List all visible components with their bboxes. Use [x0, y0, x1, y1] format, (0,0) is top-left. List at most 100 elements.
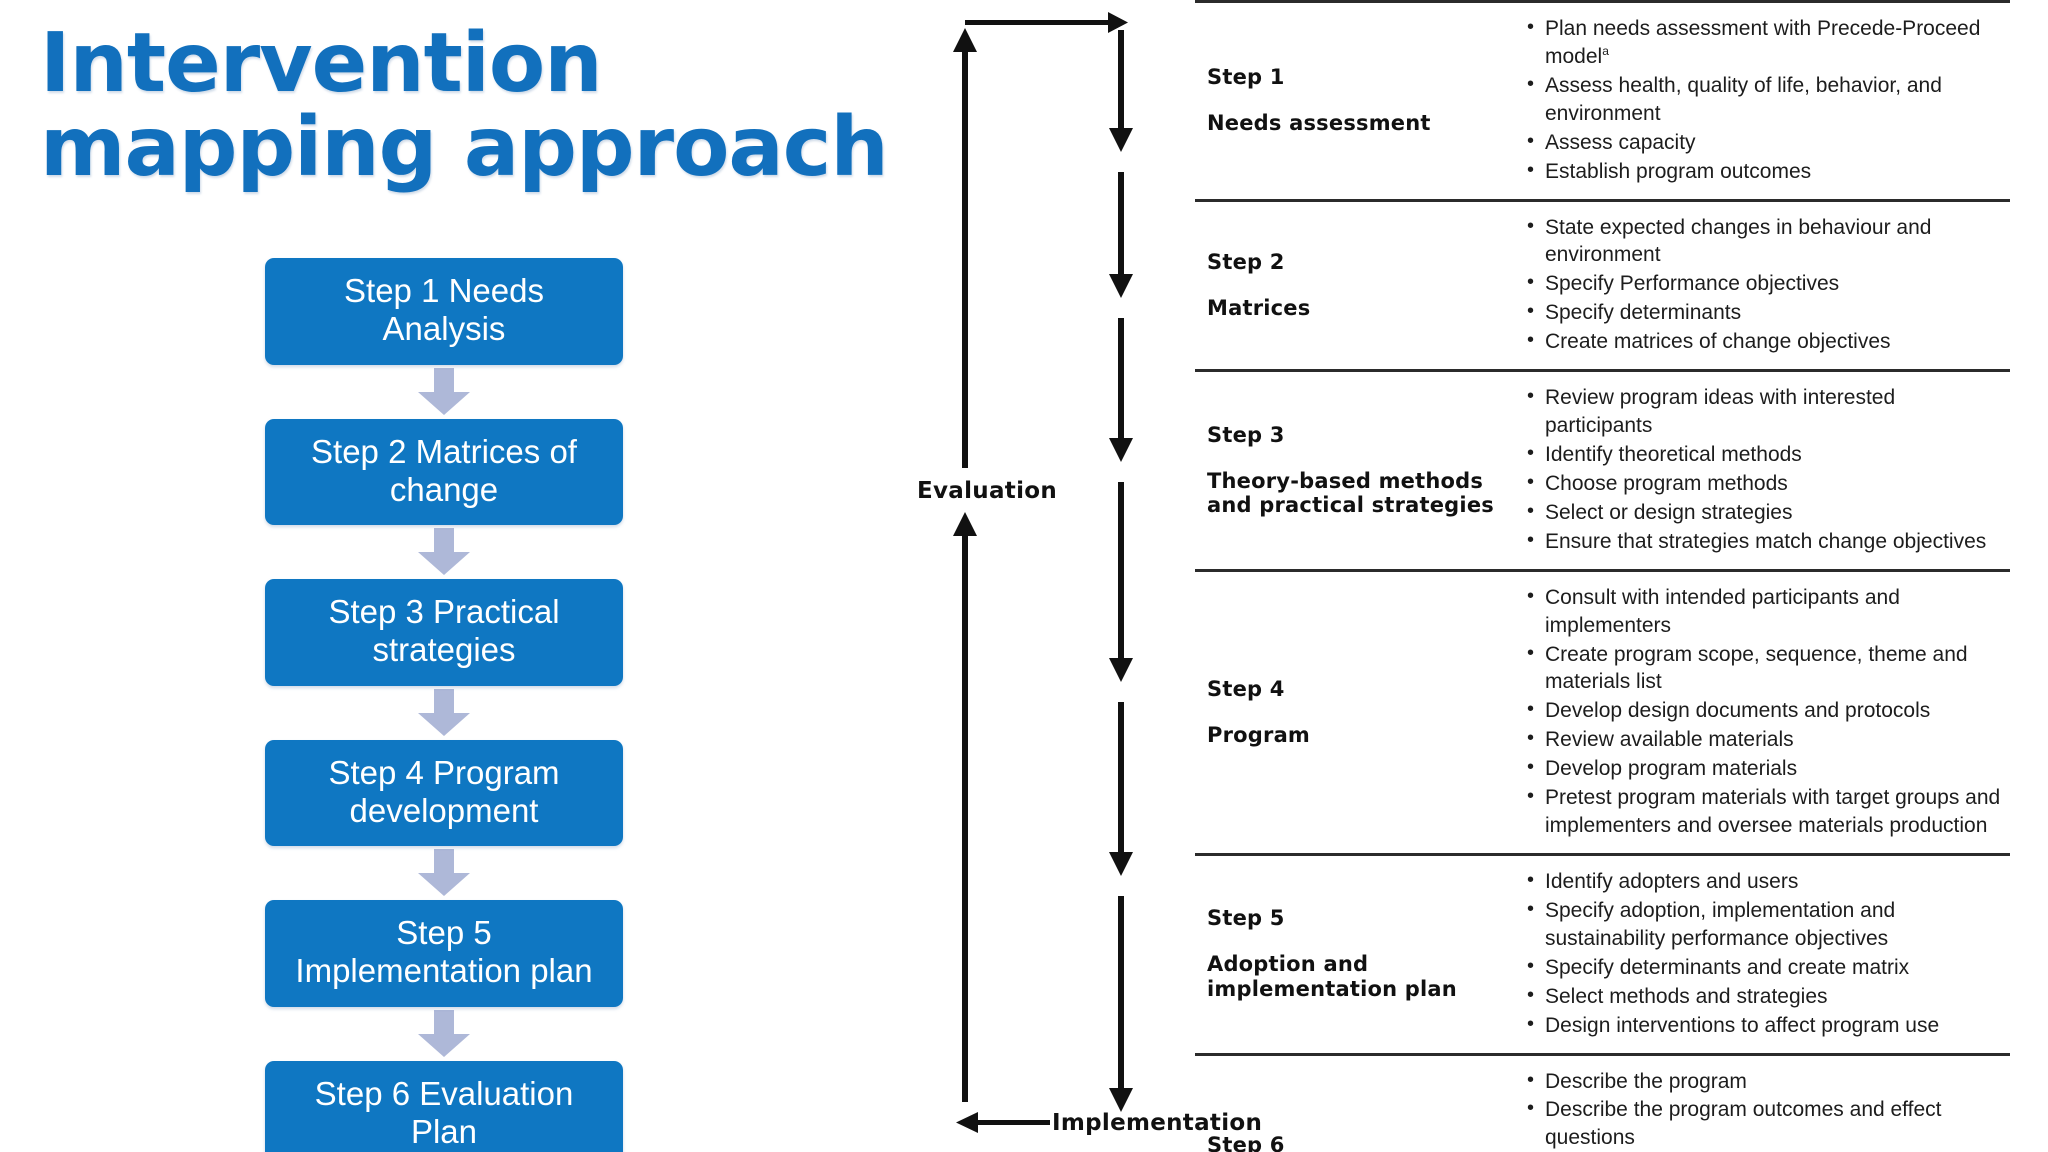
- flow-box-step-1-line-2: Analysis: [382, 310, 506, 348]
- table-row-bullets-column: Describe the program Describe the progra…: [1525, 1067, 2010, 1152]
- table-row: Step 3 Theory-based methods and practica…: [1195, 369, 2010, 569]
- bullet-item: State expected changes in behaviour and …: [1525, 213, 2004, 270]
- flow-box-step-4-line-2: development: [349, 791, 539, 829]
- bullet-item: Pretest program materials with target gr…: [1525, 783, 2004, 840]
- table-row: Step 6 Evaluation plan Describe the prog…: [1195, 1052, 2010, 1152]
- flow-box-step-3[interactable]: Step 3 Practical strategies: [265, 579, 623, 686]
- step-name: Matrices: [1207, 295, 1311, 320]
- evaluation-label: Evaluation: [917, 478, 1058, 504]
- bullet-item: Specify Performance objectives: [1525, 269, 2004, 298]
- bullet-item: Assess health, quality of life, behavior…: [1525, 71, 2004, 128]
- footnote-marker: a: [1602, 43, 1609, 58]
- step-number: Step 2: [1207, 249, 1285, 274]
- step-number: Step 5: [1207, 906, 1285, 931]
- page-title: Intervention mapping approach: [40, 22, 960, 189]
- top-horizontal-line: [965, 20, 1115, 25]
- flow-arrow-5: [265, 1007, 623, 1061]
- table-row-bullets-column: State expected changes in behaviour and …: [1525, 213, 2010, 358]
- step-name: Program: [1207, 722, 1311, 747]
- evaluation-arrowhead-up-bottom: [953, 512, 977, 536]
- bullet-item: Review available materials: [1525, 725, 2004, 754]
- step-down-arrows: [1109, 30, 1133, 1112]
- table-row-step-column: Step 5 Adoption and implementation plan: [1195, 868, 1525, 1041]
- flow-box-step-6-line-1: Step 6 Evaluation: [314, 1074, 574, 1112]
- flow-box-step-6[interactable]: Step 6 Evaluation Plan: [265, 1060, 623, 1152]
- step-name: Needs assessment: [1207, 111, 1431, 136]
- top-arrowhead-right: [1108, 12, 1128, 33]
- flow-box-step-2[interactable]: Step 2 Matrices of change: [265, 418, 623, 526]
- bullet-item: Create program scope, sequence, theme an…: [1525, 640, 2004, 697]
- bullet-item: Identify theoretical methods: [1525, 440, 2004, 469]
- arrow-down-icon: [418, 688, 470, 736]
- bullet-item: Choose program methods: [1525, 469, 2004, 498]
- bullet-item: Identify adopters and users: [1525, 867, 2004, 896]
- bullet-item: Describe the program: [1525, 1067, 2004, 1096]
- step-name: Theory-based methods and practical strat…: [1207, 468, 1494, 518]
- bullet-text: Plan needs assessment with Precede-Proce…: [1545, 17, 1981, 68]
- bullet-item: Consult with intended participants and i…: [1525, 583, 2004, 640]
- bullet-item: Specify determinants: [1525, 298, 2004, 327]
- bullet-item: Specify determinants and create matrix: [1525, 953, 2004, 982]
- flow-box-step-6-line-2: Plan: [410, 1112, 478, 1150]
- bottom-horizontal-line: [965, 1120, 1050, 1125]
- table-row: Step 2 Matrices State expected changes i…: [1195, 198, 2010, 370]
- evaluation-arrowhead-up-top: [953, 28, 977, 52]
- flow-arrow-1: [265, 365, 623, 419]
- flow-box-step-1-line-1: Step 1 Needs: [344, 272, 544, 309]
- table-row: Step 4 Program Consult with intended par…: [1195, 568, 2010, 853]
- table-row-bullets-column: Plan needs assessment with Precede-Proce…: [1525, 14, 2010, 187]
- flow-box-step-5-line-1: Step 5: [396, 914, 492, 952]
- flow-arrow-4: [265, 846, 623, 900]
- flow-box-step-3-line-2: strategies: [372, 631, 516, 669]
- flow-box-step-5-line-2: Implementation plan: [295, 952, 593, 990]
- page-title-line-1: Intervention: [40, 16, 603, 111]
- arrow-down-icon: [418, 1009, 470, 1057]
- bullet-item: Design interventions to affect program u…: [1525, 1011, 2004, 1040]
- bullet-item: Select methods and strategies: [1525, 982, 2004, 1011]
- bullet-item: Specify adoption, implementation and sus…: [1525, 896, 2004, 953]
- flow-box-step-4-line-1: Step 4 Program: [328, 753, 560, 791]
- page-title-line-2: mapping approach: [40, 99, 889, 195]
- flow-box-step-3-line-1: Step 3 Practical: [328, 593, 560, 631]
- bullet-item: Assess capacity: [1525, 128, 2004, 157]
- bullet-item: Describe the program outcomes and effect…: [1525, 1095, 2004, 1152]
- table-row: Step 5 Adoption and implementation plan …: [1195, 852, 2010, 1053]
- bullet-item: Ensure that strategies match change obje…: [1525, 527, 2004, 556]
- bullet-item: Develop program materials: [1525, 754, 2004, 783]
- table-row-bullets-column: Identify adopters and users Specify adop…: [1525, 867, 2010, 1041]
- step-name: Adoption and implementation plan: [1207, 952, 1457, 1002]
- table-row-step-column: Step 1 Needs assessment: [1195, 15, 1525, 187]
- bullet-item: Establish program outcomes: [1525, 157, 2004, 186]
- bullet-item: Review program ideas with interested par…: [1525, 383, 2004, 440]
- flow-arrow-2: [265, 525, 623, 579]
- step-number: Step 4: [1207, 676, 1285, 701]
- table-row-step-column: Step 4 Program: [1195, 584, 1525, 841]
- arrow-down-icon: [418, 849, 470, 897]
- flow-box-step-2-line-2: change: [389, 470, 499, 508]
- flow-box-step-1[interactable]: Step 1 Needs Analysis: [265, 258, 623, 365]
- bullet-item: Plan needs assessment with Precede-Proce…: [1525, 14, 2004, 71]
- arrow-down-icon: [418, 528, 470, 576]
- implementation-arrowhead-left: [956, 1112, 978, 1133]
- flow-arrow-3: [265, 686, 623, 740]
- bullet-item: Create matrices of change objectives: [1525, 327, 2004, 356]
- flow-box-step-4[interactable]: Step 4 Program development: [265, 739, 623, 847]
- flow-box-step-5[interactable]: Step 5 Implementation plan: [265, 900, 623, 1007]
- table-row-step-column: Step 3 Theory-based methods and practica…: [1195, 384, 1525, 557]
- table-row-bullets-column: Consult with intended participants and i…: [1525, 583, 2010, 841]
- step-flowchart: Step 1 Needs Analysis Step 2 Matrices of…: [265, 258, 623, 1152]
- table-row-step-column: Step 6 Evaluation plan: [1195, 1068, 1525, 1152]
- intervention-mapping-table: Step 1 Needs assessment Plan needs asses…: [1195, 0, 2010, 1152]
- flow-box-step-2-line-1: Step 2 Matrices of: [311, 432, 577, 470]
- step-number: Step 3: [1207, 422, 1285, 447]
- table-row: Step 1 Needs assessment Plan needs asses…: [1195, 0, 2010, 199]
- table-row-bullets-column: Review program ideas with interested par…: [1525, 383, 2010, 557]
- step-number: Step 6: [1207, 1132, 1285, 1152]
- bullet-item: Select or design strategies: [1525, 498, 2004, 527]
- step-number: Step 1: [1207, 65, 1285, 90]
- cycle-arrows: Evaluation Implementation: [900, 0, 1262, 1152]
- bullet-item: Develop design documents and protocols: [1525, 696, 2004, 725]
- table-row-step-column: Step 2 Matrices: [1195, 214, 1525, 358]
- cycle-arrow-diagram: [953, 12, 1133, 1133]
